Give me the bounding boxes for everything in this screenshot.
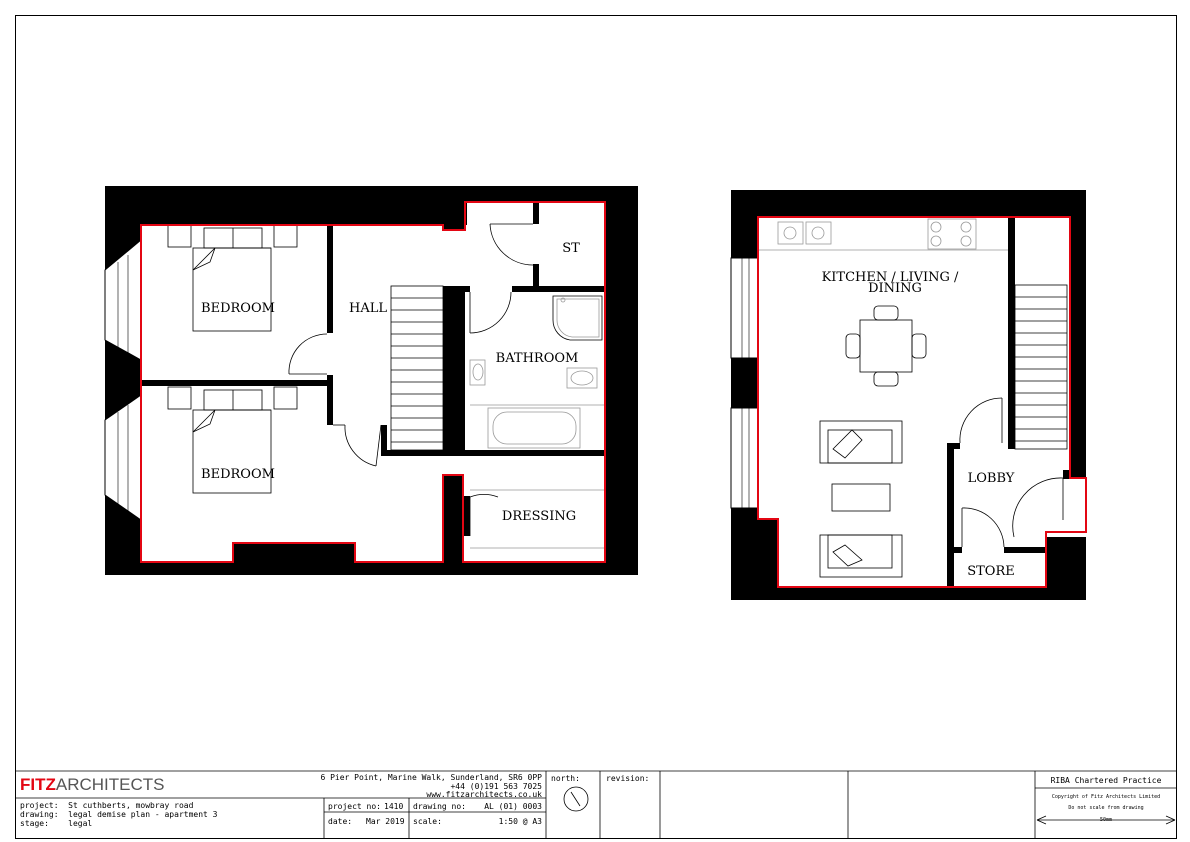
left-plan: BEDROOM BEDROOM HALL ST BATHROOM DRESSIN… — [104, 186, 638, 575]
north-label: north: — [551, 774, 580, 783]
drawing-frame — [15, 15, 1177, 839]
left-stairs — [390, 285, 444, 451]
dining-table — [845, 305, 927, 387]
sofa-upper — [819, 420, 903, 464]
stage-field: stage: legal — [20, 819, 93, 828]
copyright-text: Copyright of Fitz Architects Limited — [1051, 794, 1161, 800]
right-stairs — [1014, 284, 1068, 450]
dressing-rail — [470, 489, 605, 549]
right-window-upper — [730, 257, 759, 359]
room-label-bedroom-upper: BEDROOM — [201, 301, 275, 316]
address-line-3: www.fitzarchitects.co.uk — [426, 790, 542, 799]
scale-value: 1:50 @ A3 — [498, 817, 542, 826]
scale-bar-label: 50mm — [1099, 817, 1113, 823]
drawing-no-value: AL (01) 0003 — [484, 802, 542, 811]
left-demise-line — [140, 201, 606, 563]
drawing-field: drawing: legal demise plan - apartment 3 — [20, 810, 218, 819]
drawing-no-label: drawing no: — [413, 802, 466, 811]
room-label-store: STORE — [967, 564, 1015, 579]
coffee-table — [831, 483, 891, 512]
logo-fitz: FITZ — [20, 775, 56, 794]
riba-practice: RIBA Chartered Practice — [1050, 776, 1162, 785]
room-label-lobby: LOBBY — [968, 471, 1015, 486]
address-line-1: 6 Pier Point, Marine Walk, Sunderland, S… — [320, 773, 542, 782]
room-label-bathroom: BATHROOM — [496, 351, 579, 366]
bed-lower — [167, 386, 298, 494]
right-plan: KITCHEN / LIVING / DINING LOBBY STORE — [730, 190, 1087, 600]
kitchen-worktop — [758, 218, 1008, 251]
revision-label: revision: — [606, 774, 650, 783]
right-demise-line — [757, 216, 1087, 588]
logo-architects: ARCHITECTS — [55, 775, 165, 794]
room-label-dressing: DRESSING — [502, 509, 576, 524]
title-block-grid — [15, 770, 1177, 839]
project-field: project: St cuthberts, mowbray road — [20, 801, 194, 810]
project-no-label: project no: — [328, 802, 381, 811]
room-label-kitchen-1: KITCHEN / LIVING / — [822, 270, 959, 285]
room-label-hall: HALL — [349, 301, 387, 316]
room-label-kitchen-2: DINING — [868, 281, 922, 296]
bathroom-fixtures — [469, 295, 605, 449]
address-line-2: +44 (0)191 563 7025 — [450, 782, 542, 791]
bedroom-partition — [141, 380, 333, 386]
scale-label: scale: — [413, 817, 442, 826]
right-window-lower — [730, 407, 759, 509]
room-label-st: ST — [562, 241, 580, 256]
sofa-lower — [819, 534, 903, 578]
date-label: date: — [328, 817, 353, 826]
do-not-scale-text: Do not scale from drawing — [1068, 805, 1144, 811]
date-value: Mar 2019 — [366, 817, 405, 826]
project-no-value: 1410 — [384, 802, 404, 811]
left-doors — [288, 223, 534, 536]
right-doors — [959, 397, 1064, 548]
right-plan-outer-walls — [731, 190, 1086, 600]
room-label-bedroom-lower: BEDROOM — [201, 467, 275, 482]
fitz-architects-logo: FITZARCHITECTS — [20, 775, 165, 795]
